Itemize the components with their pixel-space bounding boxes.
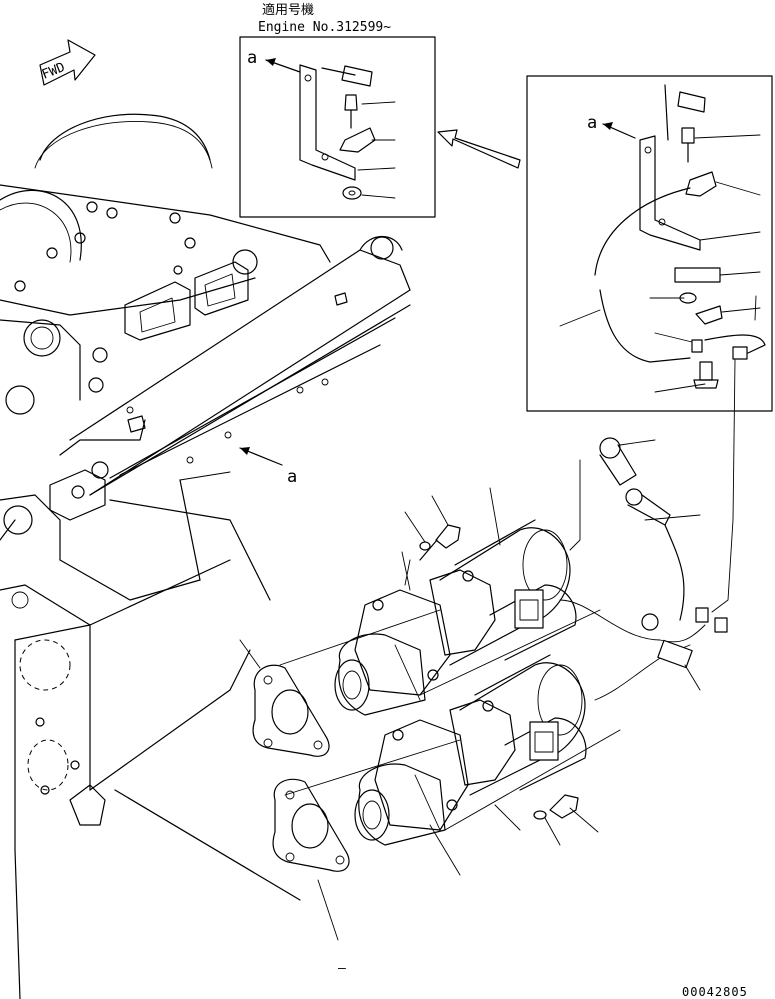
view-marker-a-detail2: a xyxy=(587,113,597,133)
view-marker-a-detail1: a xyxy=(247,48,257,68)
detail-box-new-serial: a xyxy=(239,36,436,218)
footnote-dash: – xyxy=(338,961,346,976)
view-marker-a-engine: a xyxy=(287,467,297,487)
applicability-label: 適用号機 xyxy=(262,2,314,18)
engine-serial: Engine No.312599~ xyxy=(258,20,391,35)
detail-pointer-arrow-icon xyxy=(437,129,521,169)
gasket-lower xyxy=(272,778,350,941)
engine-block: a xyxy=(0,113,411,999)
detail-box-harness: a xyxy=(526,75,773,412)
starter-motor-upper xyxy=(334,487,577,716)
gasket-upper xyxy=(239,639,330,757)
battery-cable-terminals xyxy=(559,437,728,701)
fwd-arrow-icon: FWD xyxy=(39,39,96,86)
starter-motor-lower xyxy=(354,654,599,876)
drawing-number: 00042805 xyxy=(682,985,748,999)
